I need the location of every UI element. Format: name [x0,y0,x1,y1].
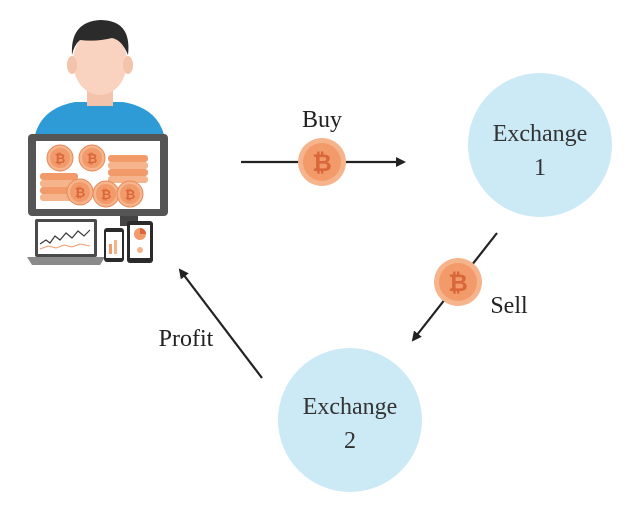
sell-edge: Sell [411,232,528,342]
profit-label: Profit [159,326,214,352]
exchange-1-label-line2: 1 [534,155,546,181]
phone-icon [104,228,124,262]
exchange-2-label-line2: 2 [344,428,356,454]
trader-at-computer-icon [27,20,168,265]
buy-edge: Buy [241,107,406,186]
exchange-1-label-line1: Exchange [493,121,588,147]
exchange-1-node: Exchange 1 [468,73,612,217]
exchange-2-node: Exchange 2 [278,348,422,492]
tablet-icon [127,221,153,263]
laptop-icon [27,219,105,265]
bitcoin-coin-icon [298,138,346,186]
sell-label: Sell [490,293,528,319]
profit-edge: Profit [159,268,263,379]
exchange-2-label-line1: Exchange [303,394,398,420]
bitcoin-coin-icon [434,258,482,306]
buy-label: Buy [302,107,342,133]
